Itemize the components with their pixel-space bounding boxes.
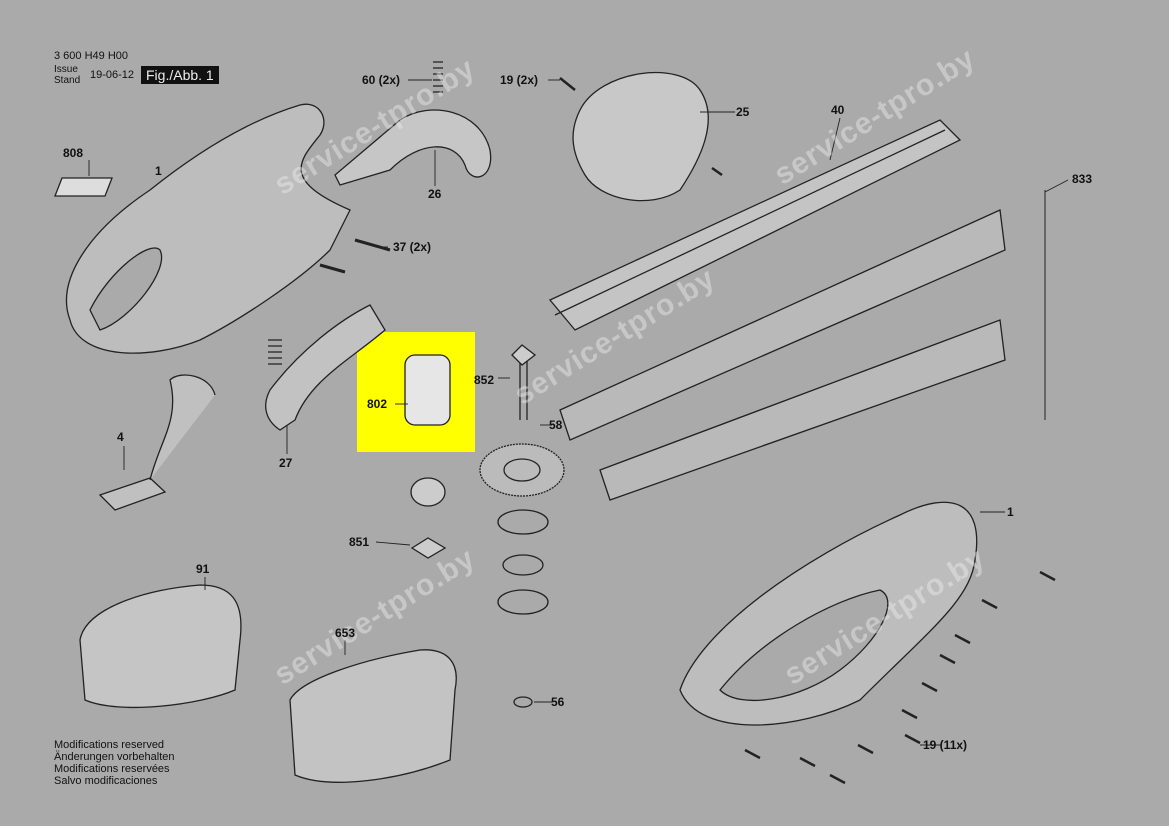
- switch-4: [98, 374, 216, 511]
- part-label-852: 852: [474, 373, 495, 387]
- doc-number: 3 600 H49 H00: [54, 50, 128, 62]
- stand-label: Stand: [54, 75, 81, 86]
- issue-label: Issue: [54, 64, 78, 75]
- pin-37: [319, 238, 391, 274]
- part-label-19-2x: 19 (2x): [500, 73, 539, 87]
- part-label-27: 27: [279, 456, 293, 470]
- part-label-56: 56: [551, 695, 565, 709]
- hand-guard-25: [572, 71, 709, 202]
- notice-line-en: Modifications reserved: [54, 739, 165, 751]
- blade-lower: [599, 319, 1006, 501]
- part-label-653: 653: [335, 626, 356, 640]
- label-sticker-808: [54, 177, 113, 197]
- notice-line-fr: Modifications reservées: [54, 763, 170, 775]
- part-label-1-right: 1: [1007, 505, 1014, 519]
- part-label-60: 60 (2x): [362, 73, 401, 87]
- pinion-851: [410, 477, 446, 507]
- notice-line-de: Änderungen vorbehalten: [54, 751, 175, 763]
- blade-guard-40: [548, 119, 962, 331]
- part-label-58: 58: [549, 418, 563, 432]
- issue-date: 19-06-12: [90, 69, 135, 81]
- trigger-26: [334, 109, 492, 186]
- part-label-833: 833: [1072, 172, 1093, 186]
- spring-27: [268, 339, 282, 365]
- notice-line-es: Salvo modificaciones: [54, 775, 158, 787]
- blade-upper: [559, 209, 1006, 441]
- switch-carrier-27: [265, 304, 386, 431]
- part-label-91: 91: [196, 562, 210, 576]
- part-label-808: 808: [63, 146, 84, 160]
- washer-56: [513, 696, 533, 708]
- figure-label: Fig./Abb. 1: [141, 66, 219, 84]
- part-label-40: 40: [831, 103, 845, 117]
- charger-653: [289, 649, 457, 783]
- screws-19: [559, 77, 1056, 785]
- part-label-19-11x: 19 (11x): [923, 738, 968, 752]
- spring-60: [433, 61, 443, 93]
- holder-851: [410, 537, 447, 559]
- modifications-notice: Modifications reserved Änderungen vorbeh…: [54, 739, 174, 787]
- part-label-802: 802: [367, 397, 388, 411]
- part-label-25: 25: [736, 105, 750, 119]
- part-label-1: 1: [155, 164, 162, 178]
- part-label-26: 26: [428, 187, 442, 201]
- shaft-852: [519, 360, 528, 420]
- part-label-851: 851: [349, 535, 370, 549]
- battery-91: [79, 584, 242, 709]
- motor-802: [404, 354, 451, 426]
- gear: [479, 443, 565, 497]
- part-label-4: 4: [117, 430, 124, 444]
- part-label-37: 37 (2x): [393, 240, 432, 254]
